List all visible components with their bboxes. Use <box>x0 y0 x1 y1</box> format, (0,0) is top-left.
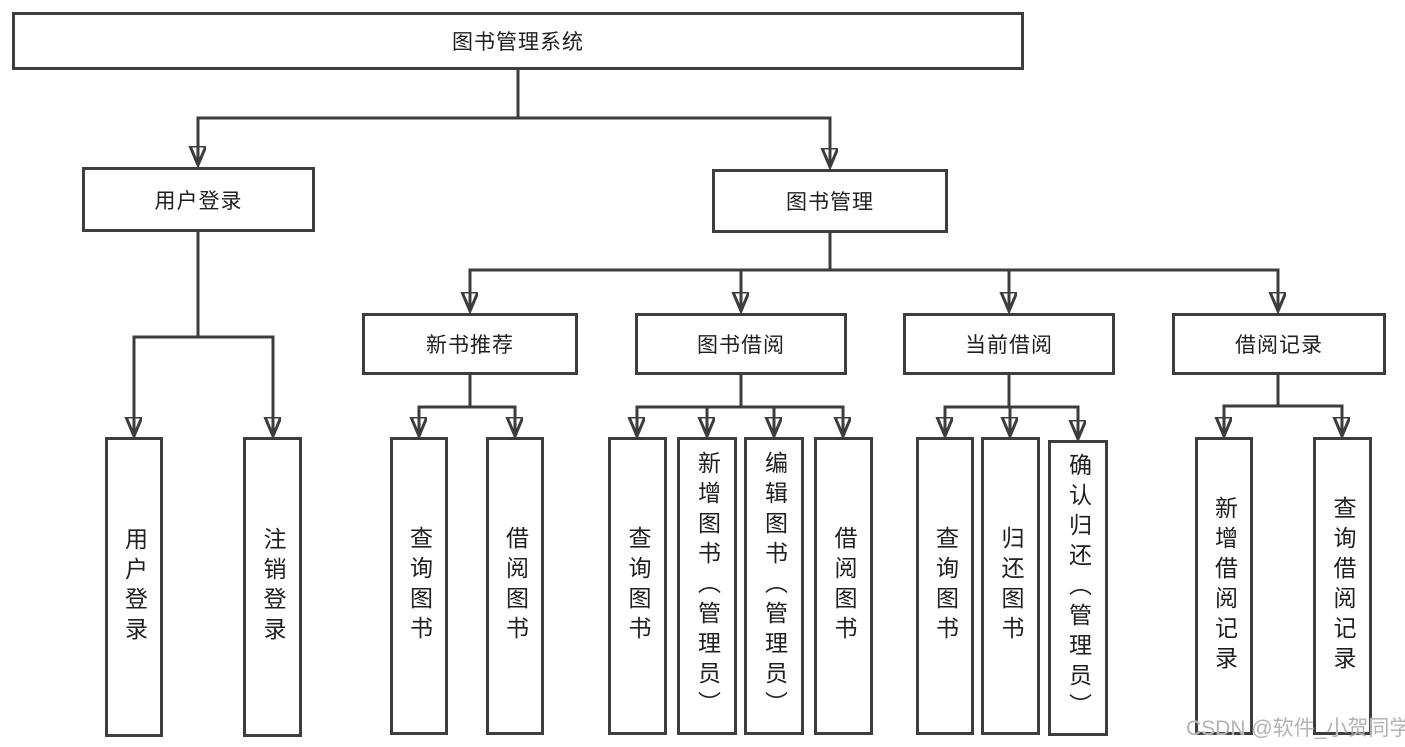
node-leaf-user-login: 用户登录 <box>105 437 163 737</box>
node-leaf-borrow-books-borrowing: 借阅图书 <box>814 437 873 735</box>
connector-current-borrowing-children <box>944 375 1080 439</box>
csdn-watermark: CSDN @软件_小贺同学 <box>1186 717 1405 740</box>
node-root-label: 图书管理系统 <box>452 31 584 54</box>
node-leaf-query-books-borrowing: 查询图书 <box>608 437 667 735</box>
node-borrowing-records-label: 借阅记录 <box>1235 334 1323 357</box>
node-user-login-label: 用户登录 <box>154 189 243 213</box>
node-leaf-query-books-current-label: 查询图书 <box>932 526 959 646</box>
node-leaf-query-books-recommend-label: 查询图书 <box>406 526 433 646</box>
node-new-book-recommend-label: 新书推荐 <box>426 334 514 357</box>
node-leaf-borrow-books-recommend-label: 借阅图书 <box>502 526 529 646</box>
node-book-management-label: 图书管理 <box>786 191 874 214</box>
node-current-borrowing: 当前借阅 <box>903 313 1115 375</box>
node-leaf-query-borrow-record-label: 查询借阅记录 <box>1330 496 1356 676</box>
node-user-login: 用户登录 <box>82 167 315 232</box>
node-book-management: 图书管理 <box>712 169 948 233</box>
node-book-borrowing: 图书借阅 <box>635 313 847 375</box>
node-book-borrowing-label: 图书借阅 <box>697 334 785 357</box>
node-leaf-edit-books-admin-label: 编辑图书（管理员） <box>761 451 788 721</box>
node-current-borrowing-label: 当前借阅 <box>965 334 1053 357</box>
node-leaf-query-books-borrowing-label: 查询图书 <box>625 526 651 646</box>
connector-user-login-children <box>133 232 275 436</box>
node-leaf-confirm-return-admin: 确认归还（管理员） <box>1048 440 1108 736</box>
connector-root-to-level2 <box>197 70 832 167</box>
node-leaf-return-books-label: 归还图书 <box>998 526 1024 646</box>
node-leaf-edit-books-admin: 编辑图书（管理员） <box>744 437 804 735</box>
connector-borrowing-records-children <box>1223 375 1344 436</box>
node-leaf-add-borrow-record: 新增借阅记录 <box>1195 437 1253 735</box>
node-leaf-add-books-admin-label: 新增图书（管理员） <box>694 451 721 721</box>
node-leaf-query-books-current: 查询图书 <box>916 437 974 735</box>
node-leaf-logout-label: 注销登录 <box>260 527 286 647</box>
node-leaf-user-login-label: 用户登录 <box>121 527 148 647</box>
node-leaf-logout: 注销登录 <box>243 437 302 737</box>
node-leaf-confirm-return-admin-label: 确认归还（管理员） <box>1065 453 1092 723</box>
node-leaf-query-books-recommend: 查询图书 <box>390 437 448 735</box>
node-leaf-add-borrow-record-label: 新增借阅记录 <box>1211 496 1238 676</box>
node-leaf-return-books: 归还图书 <box>981 437 1040 735</box>
node-leaf-borrow-books-borrowing-label: 借阅图书 <box>831 526 857 646</box>
node-leaf-borrow-books-recommend: 借阅图书 <box>486 437 544 735</box>
node-borrowing-records: 借阅记录 <box>1172 313 1386 375</box>
connector-new-book-recommend-children <box>418 375 517 436</box>
node-leaf-query-borrow-record: 查询借阅记录 <box>1313 437 1372 735</box>
connector-book-borrowing-children <box>636 375 845 436</box>
node-leaf-add-books-admin: 新增图书（管理员） <box>677 437 737 735</box>
node-root: 图书管理系统 <box>12 12 1024 70</box>
node-new-book-recommend: 新书推荐 <box>362 313 578 375</box>
connector-book-management-children <box>469 233 1280 311</box>
